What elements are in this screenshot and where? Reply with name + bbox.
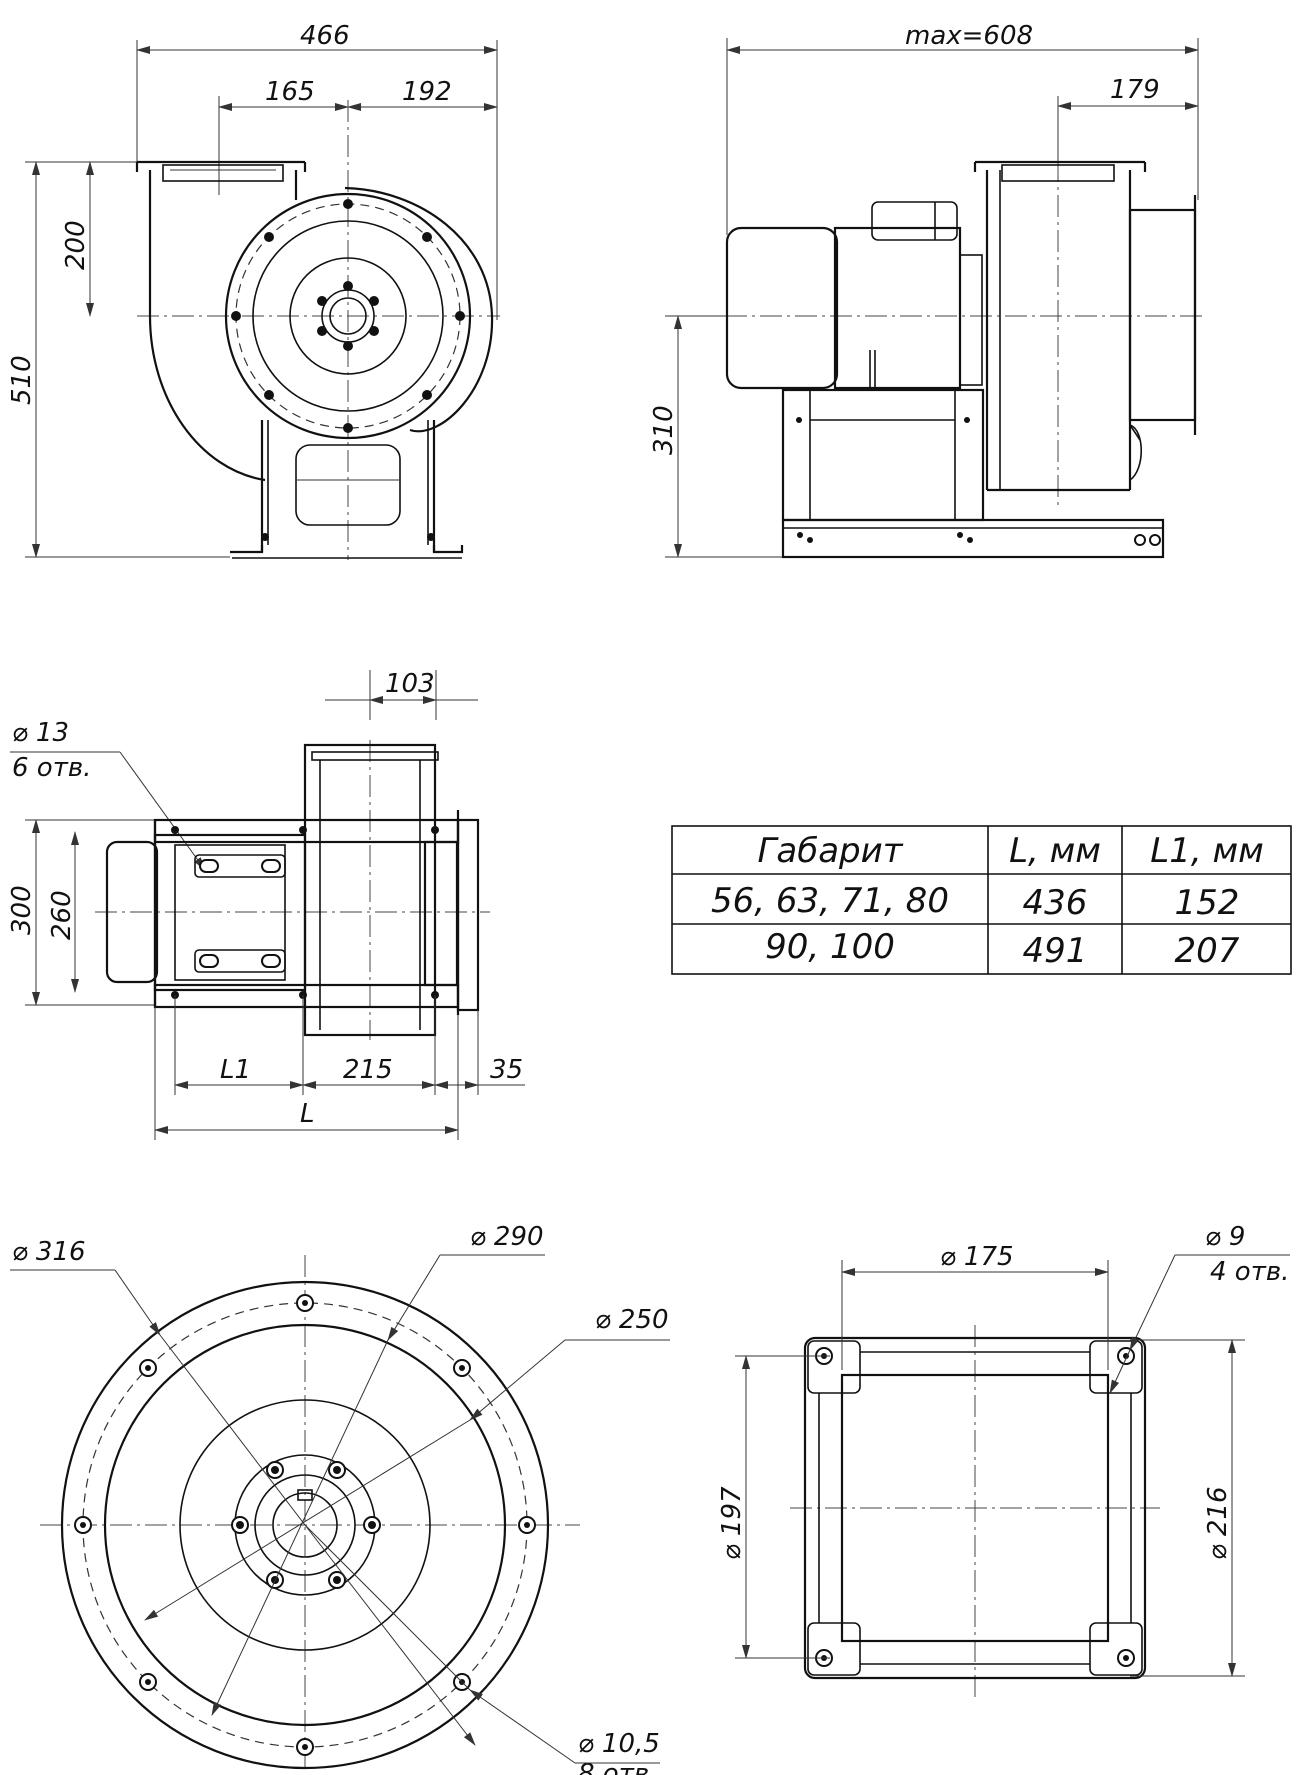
dim-310: 310 (649, 405, 679, 455)
dia-175-label: ⌀ 175 (940, 1242, 1014, 1272)
dia-316-label: ⌀ 316 (12, 1237, 86, 1267)
dia-216-label: ⌀ 216 (1203, 1486, 1233, 1560)
dim-L1: L1 (220, 1055, 251, 1085)
dim-260: 260 (47, 890, 77, 940)
top-view: 103 ⌀ 13 6 отв. 300 260 (7, 669, 525, 1140)
dim-192: 192 (402, 77, 452, 107)
table-cell: 207 (1175, 931, 1240, 971)
dim-466: 466 (300, 21, 350, 51)
table-header-l: L, мм (1009, 831, 1101, 871)
table-cell: 436 (1023, 883, 1088, 923)
table-cell: 491 (1023, 931, 1088, 971)
hole-9-count: 4 отв. (1210, 1257, 1289, 1287)
dim-215: 215 (343, 1055, 393, 1085)
outlet-view: ⌀ 175 ⌀ 9 4 отв. ⌀ 197 ⌀ 216 (717, 1222, 1290, 1700)
dim-L: L (300, 1099, 315, 1129)
dia-290-label: ⌀ 290 (470, 1222, 544, 1252)
side-view: max=608 179 310 (649, 21, 1205, 559)
dim-200: 200 (61, 220, 91, 270)
dia-250-label: ⌀ 250 (595, 1305, 669, 1335)
table-header-gabarit: Габарит (757, 831, 903, 871)
size-table: Габарит L, мм L1, мм 56, 63, 71, 80 436 … (671, 825, 1292, 975)
dim-35: 35 (490, 1055, 523, 1085)
front-view: 466 165 192 510 200 (7, 21, 500, 560)
dim-510: 510 (7, 355, 37, 405)
hole-10-5-count: 8 отв. (578, 1759, 657, 1775)
flange-view: ⌀ 316 ⌀ 290 ⌀ 250 ⌀ 10,5 8 отв. (10, 1222, 670, 1775)
hole-10-5-label: ⌀ 10,5 (578, 1729, 660, 1759)
table-cell: 152 (1175, 883, 1240, 923)
hole-13-label: ⌀ 13 (12, 718, 69, 748)
dim-300: 300 (7, 885, 37, 935)
table-cell: 90, 100 (765, 927, 895, 967)
table-header-l1: L1, мм (1150, 831, 1264, 871)
dim-max608: max=608 (905, 21, 1033, 51)
dim-103: 103 (385, 669, 435, 699)
dia-197-label: ⌀ 197 (717, 1486, 747, 1560)
hole-9-label: ⌀ 9 (1205, 1222, 1245, 1252)
dim-179: 179 (1110, 75, 1160, 105)
table-cell: 56, 63, 71, 80 (711, 881, 949, 921)
dim-165: 165 (265, 77, 315, 107)
hole-13-count: 6 отв. (12, 753, 91, 783)
